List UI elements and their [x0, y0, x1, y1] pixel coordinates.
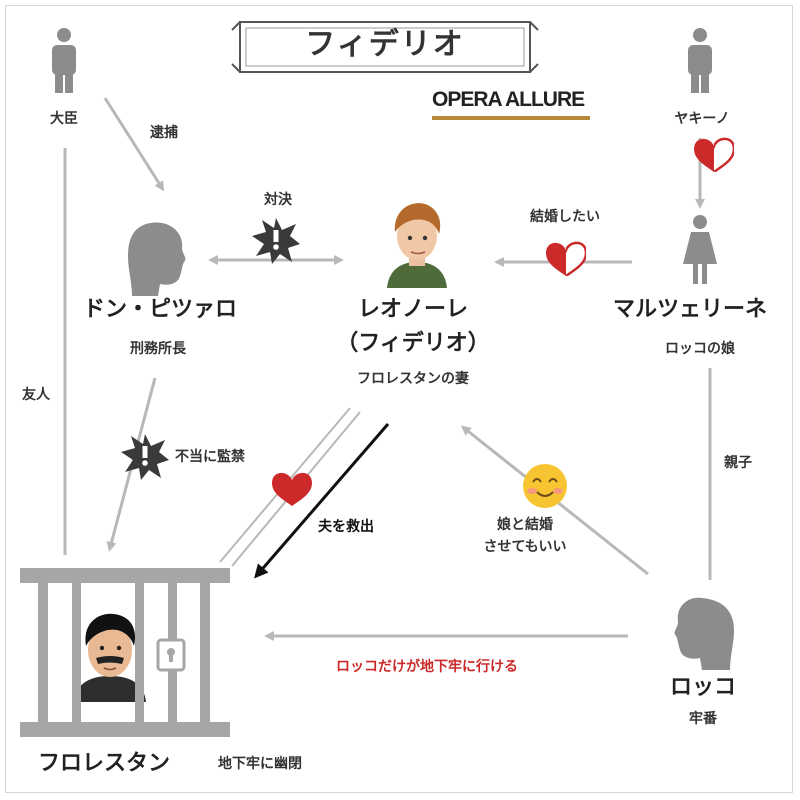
arrest-label: 逮捕	[150, 125, 178, 141]
woman-icon	[683, 215, 717, 284]
rocco-name: ロッコ	[669, 675, 737, 700]
leonore-role: フロレスタンの妻	[357, 371, 469, 387]
jail-icon	[20, 568, 230, 737]
friend-label: 友人	[22, 387, 50, 403]
leonore-alias: （フィデリオ）	[336, 331, 490, 356]
half-heart-icon	[546, 241, 586, 276]
allow-marry-label-2: させてもいい	[483, 539, 567, 555]
marzelline-role: ロッコの娘	[665, 341, 735, 357]
imprison-label: 不当に監禁	[175, 449, 245, 465]
florestan-portrait	[74, 613, 146, 702]
florestan-name: フロレスタン	[38, 751, 171, 776]
brand-logo: OPERA ALLURE	[432, 88, 585, 111]
brand-underline	[432, 116, 590, 120]
marzelline-name: マルツェリーネ	[612, 297, 768, 322]
clash-icon	[252, 218, 300, 264]
jail-bars	[72, 583, 186, 722]
person-icon	[688, 28, 712, 93]
confront-label: 対決	[264, 192, 292, 208]
half-heart-icon	[694, 137, 734, 172]
pizarro-name: ドン・ピツァロ	[82, 297, 238, 322]
frame-border	[5, 5, 793, 793]
leonore-name: レオノーレ	[357, 297, 469, 322]
arrest-arrow	[103, 97, 165, 192]
leonore-portrait	[387, 203, 447, 288]
rocco-role: 牢番	[689, 711, 717, 727]
jaquino-name: ヤキーノ	[674, 111, 730, 127]
allow-marry-label-1: 娘と結婚	[497, 517, 553, 533]
heart-icon	[272, 472, 312, 506]
florestan-role: 地下牢に幽閉	[218, 756, 302, 772]
rescue-label: 夫を救出	[318, 519, 374, 535]
smile-emoji-icon	[523, 464, 567, 508]
rescue-arrow	[254, 423, 390, 579]
access-label: ロッコだけが地下牢に行ける	[336, 659, 518, 675]
profile-silhouette-icon	[128, 222, 186, 296]
pizarro-role: 刑務所長	[130, 341, 186, 357]
parent-child-label: 親子	[724, 455, 752, 471]
minister-name: 大臣	[50, 111, 78, 127]
want-marry-label: 結婚したい	[530, 209, 600, 225]
clash-icon	[121, 434, 169, 480]
page-title: フィデリオ	[305, 27, 465, 62]
title-banner	[231, 21, 539, 73]
profile-silhouette-icon	[674, 597, 734, 670]
relation-lines	[63, 97, 712, 641]
person-icon	[52, 28, 76, 93]
